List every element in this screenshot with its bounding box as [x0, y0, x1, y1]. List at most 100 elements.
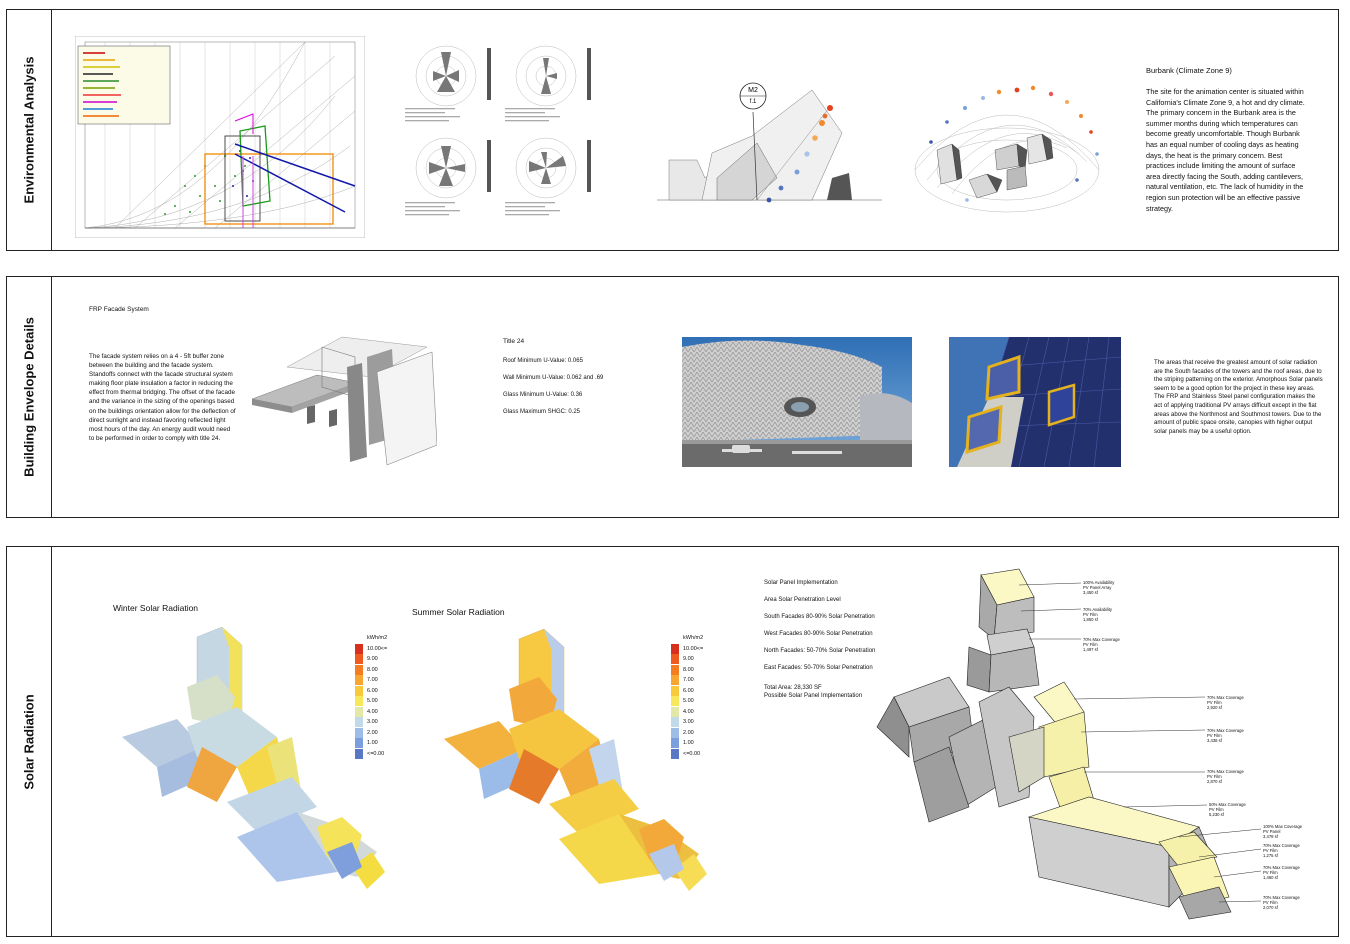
- legend-entry: 3.00: [355, 717, 387, 728]
- implementation-line: Area Solar Penetration Level: [764, 597, 841, 603]
- implementation-line: Solar Panel Implementation: [764, 580, 838, 586]
- tag-top-label: M2: [748, 87, 758, 94]
- legend-swatch: [671, 643, 679, 654]
- legend-swatch: [355, 654, 363, 665]
- section-sidebar: Solar Radiation: [7, 547, 52, 936]
- legend-swatch: [671, 738, 679, 749]
- section-sidebar: Environmental Analysis: [7, 10, 52, 250]
- psychrometric-chart: [75, 36, 365, 238]
- legend-unit: kWh/m2: [367, 635, 388, 641]
- legend-entry: 4.00: [355, 706, 387, 718]
- legend-swatch: [671, 727, 679, 738]
- climate-description: The site for the animation center is sit…: [1146, 87, 1305, 213]
- building-envelope-section: Building Envelope Details FRP Facade Sys…: [6, 276, 1339, 518]
- summer-radiation-title: Summer Solar Radiation: [412, 607, 505, 617]
- implementation-total: Total Area: 28,330 SF: [764, 685, 822, 691]
- legend-entry: 2.00: [355, 727, 387, 739]
- legend-entry: <=0.00: [671, 748, 703, 760]
- legend-swatch: [355, 727, 363, 738]
- legend-swatch: [671, 717, 679, 728]
- sun-path-section-diagram: M2 f.1: [657, 82, 882, 203]
- legend-entry: 7.00: [355, 675, 387, 686]
- summer-radiation-legend: kWh/m2 10.00<= 9.00 8.00 7.00 6.00 5.00 …: [671, 633, 703, 759]
- legend-entry: 5.00: [671, 696, 703, 707]
- legend-swatch: [671, 696, 679, 707]
- legend-entry: 6.00: [355, 685, 387, 697]
- section-title: Environmental Analysis: [21, 56, 37, 204]
- environmental-analysis-section: Environmental Analysis: [6, 9, 1339, 251]
- legend-swatch: [671, 664, 679, 675]
- solar-radiation-section: Solar Radiation Winter Solar Radiation S…: [6, 546, 1339, 937]
- legend-unit: kWh/m2: [683, 635, 704, 641]
- facade-description: The facade system relies on a 4 - 5ft bu…: [89, 353, 236, 442]
- implementation-line: North Facades: 50-70% Solar Penetration: [764, 648, 876, 654]
- legend-swatch: [355, 685, 363, 696]
- solar-panel-description: The areas that receive the greatest amou…: [1154, 359, 1323, 435]
- sun-path-dome-diagram: [914, 85, 1100, 213]
- summer-radiation-model: [444, 629, 707, 891]
- section-title: Solar Radiation: [21, 693, 37, 790]
- facade-heading: FRP Facade System: [89, 306, 149, 313]
- pv-implementation-model: [876, 568, 1262, 920]
- legend-swatch: [355, 696, 363, 707]
- legend-entry: 1.00: [671, 738, 703, 749]
- legend-entry: 9.00: [355, 654, 387, 665]
- title24-item: Glass Maximum SHGC: 0.25: [503, 409, 581, 415]
- section-title: Building Envelope Details: [21, 317, 37, 477]
- title24-block: Title 24 Roof Minimum U-Value: 0.065 Wal…: [503, 337, 653, 421]
- legend-entry: 8.00: [671, 664, 703, 676]
- title24-item: Glass Minimum U-Value: 0.36: [503, 392, 583, 398]
- legend-swatch: [355, 664, 363, 675]
- implementation-line: West Facades 80-90% Solar Penetration: [764, 631, 873, 637]
- legend-swatch: [671, 748, 679, 759]
- legend-entry: 5.00: [355, 696, 387, 707]
- title24-heading: Title 24: [503, 338, 525, 345]
- legend-swatch: [671, 654, 679, 665]
- legend-entry: 2.00: [671, 727, 703, 739]
- winter-radiation-legend: kWh/m2 10.00<= 9.00 8.00 7.00 6.00 5.00 …: [355, 633, 387, 759]
- section-sidebar: Building Envelope Details: [7, 277, 52, 517]
- legend-swatch: [671, 706, 679, 717]
- legend-swatch: [355, 738, 363, 749]
- implementation-total-subtitle: Possible Solar Panel Implementation: [764, 693, 863, 699]
- legend-entry: 9.00: [671, 654, 703, 665]
- legend-entry: 10.00<=: [671, 643, 703, 655]
- legend-swatch: [355, 748, 363, 759]
- legend-entry: 10.00<=: [355, 643, 387, 655]
- facade-photo-solar-panels: [949, 337, 1121, 467]
- legend-swatch: [355, 706, 363, 717]
- tag-bottom-label: f.1: [750, 99, 757, 105]
- legend-swatch: [671, 675, 679, 686]
- legend-entry: 7.00: [671, 675, 703, 686]
- legend-entry: 6.00: [671, 685, 703, 697]
- facade-photo-perforated: [682, 337, 912, 467]
- legend-entry: 8.00: [355, 664, 387, 676]
- implementation-block: Solar Panel Implementation Area Solar Pe…: [764, 575, 944, 700]
- legend-entry: 3.00: [671, 717, 703, 728]
- title24-item: Roof Minimum U-Value: 0.065: [503, 358, 583, 364]
- legend-entry: 1.00: [355, 738, 387, 749]
- implementation-line: South Facades 80-90% Solar Penetration: [764, 614, 875, 620]
- implementation-line: East Facades: 50-70% Solar Penetration: [764, 665, 873, 671]
- legend-entry: 4.00: [671, 706, 703, 718]
- legend-entry: <=0.00: [355, 748, 387, 760]
- legend-swatch: [355, 675, 363, 686]
- legend-swatch: [355, 643, 363, 654]
- winter-radiation-title: Winter Solar Radiation: [113, 603, 199, 613]
- facade-system-model: [251, 336, 437, 466]
- wind-rose-charts: [405, 45, 591, 216]
- legend-swatch: [355, 717, 363, 728]
- winter-radiation-model: [122, 627, 385, 889]
- title24-item: Wall Minimum U-Value: 0.062 and .69: [503, 375, 604, 381]
